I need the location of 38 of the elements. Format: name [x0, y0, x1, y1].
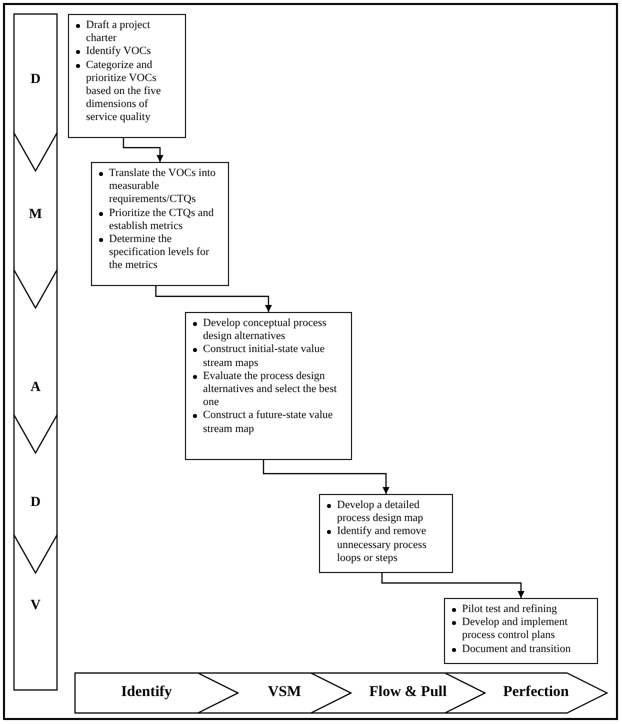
bullet-text: Develop and implement process control plans — [451, 616, 593, 643]
phase-letter: D — [29, 495, 42, 511]
phase-segment — [14, 270, 57, 453]
bullet-text: Construct a future-state value stream map — [192, 409, 347, 436]
process-box — [91, 162, 229, 286]
bullet-text: Construct initial-state value stream maps — [192, 343, 347, 370]
phase-letter: A — [29, 380, 42, 396]
elbow-arrow — [262, 460, 390, 494]
process-box — [185, 312, 352, 460]
process-box — [444, 598, 598, 664]
bullet-text: Pilot test and refining — [451, 603, 593, 616]
stage-label: Identify — [120, 684, 173, 701]
bullet-text: Develop a detailed process design map — [326, 499, 448, 526]
bullet-text: Document and transition — [451, 642, 593, 656]
bullet-text: Prioritize the CTQs and establish metrics — [98, 206, 224, 234]
elbow-arrow — [122, 138, 164, 162]
stage-label: Perfection — [502, 684, 570, 701]
phase-letter: V — [29, 598, 42, 614]
bullet-text: Categorize and prioritize VOCs based on the five dimensions of service quality — [75, 58, 181, 125]
stage-label: Flow & Pull — [368, 684, 448, 701]
bullet-text: Draft a project charter — [75, 19, 181, 46]
process-box — [68, 14, 186, 138]
stage-segment — [445, 673, 607, 713]
bullet-text: Evaluate the process design alternatives and select the best one — [192, 370, 347, 410]
elbow-arrow — [381, 573, 524, 598]
bullet-text: Determine the specification levels for the metrics — [98, 233, 224, 273]
bullet-text: Identify VOCs — [75, 45, 181, 59]
phase-segment — [14, 415, 57, 573]
bullet-text: Translate the VOCs into measurable requirements/CTQs — [98, 167, 224, 207]
bullet-text: Develop conceptual process design alternatives — [192, 317, 347, 344]
stage-segment — [198, 673, 351, 713]
stage-label: VSM — [266, 684, 302, 701]
phase-segment — [14, 133, 57, 308]
elbow-arrow — [155, 286, 272, 312]
process-box — [319, 494, 453, 573]
phase-letter: M — [28, 207, 44, 223]
stage-segment — [311, 673, 485, 713]
bullet-text: Identify and remove unnecessary process loops or steps — [326, 525, 448, 566]
